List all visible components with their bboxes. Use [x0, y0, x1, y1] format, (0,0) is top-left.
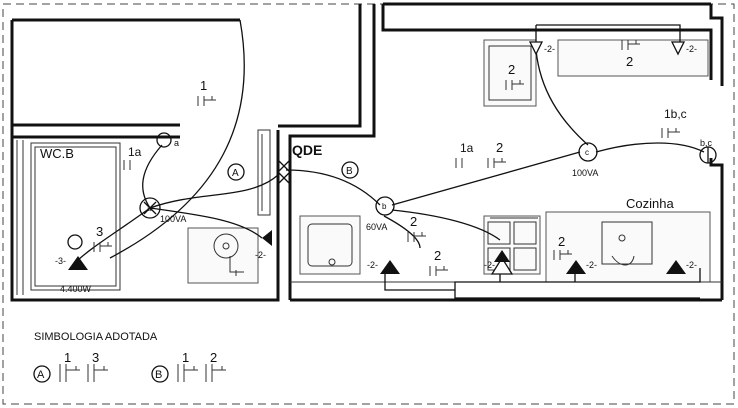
lamp-symbol-wc [139, 197, 161, 219]
tag-outlet-kitchen-1: -2- [367, 260, 378, 270]
outlet-symbol-wc-sink [262, 230, 272, 246]
tag-outlet-counter: -2- [586, 260, 597, 270]
circuit-tag-b: B [346, 166, 353, 177]
legend-b-num-2: 2 [210, 350, 217, 365]
outlet-symbol-right [666, 260, 686, 274]
switch-symbol-wc [156, 132, 172, 148]
lamp-label-c: c [585, 148, 589, 157]
num-2-counter: 2 [558, 234, 565, 249]
legend-circle-b: B [155, 369, 162, 381]
tag-outlet-stove: -2- [484, 260, 495, 270]
tag-outlet-top-2: -2- [686, 44, 697, 54]
outer-dashed-border [2, 3, 735, 405]
tag-outlet-top-1: -2- [544, 44, 555, 54]
load-label-lamp-c: 100VA [572, 168, 598, 178]
walls [10, 2, 724, 302]
circuit-circle-a [227, 163, 245, 181]
tag-outlet-right: -2- [686, 260, 697, 270]
legend-circle-a: A [37, 369, 45, 381]
outlet-symbol-top-2 [670, 41, 686, 56]
electrical-symbols [67, 41, 717, 275]
legend: SIMBOLOGIA ADOTADA A 1 3 B 1 2 [33, 331, 226, 383]
load-label-lamp-b: 60VA [366, 222, 387, 232]
num-2-counter-top: 2 [626, 54, 633, 69]
outlet-symbol-top-1 [528, 41, 544, 56]
num-1a-kitchen: 1a [460, 141, 474, 155]
num-2-lower: 2 [434, 248, 441, 263]
switch-label-wc: a [174, 138, 179, 148]
fixtures [187, 39, 722, 284]
circuit-tag-a: A [232, 168, 239, 179]
legend-a-num-1: 1 [64, 350, 71, 365]
outlet-symbol-stove [490, 256, 514, 275]
shower-outlet-symbol [68, 256, 88, 270]
legend-a-num-2: 3 [92, 350, 99, 365]
legend-title: SIMBOLOGIA ADOTADA [34, 331, 158, 343]
conductor-marks [93, 40, 680, 276]
num-1a-wc: 1a [128, 145, 142, 159]
load-label-wc-lamp: 100VA [160, 214, 186, 224]
switch-label-bc: b,c [700, 138, 713, 148]
wiring [75, 24, 705, 299]
lamp-label-wc: a [147, 204, 152, 213]
lamp-symbol-kitchen-b [375, 196, 395, 216]
outlet-symbol-counter [566, 260, 586, 274]
num-3-wc: 3 [96, 224, 103, 239]
room-label-wc: WC.B [40, 146, 74, 161]
num-2-sink: 2 [410, 214, 417, 229]
outlet-symbol-kitchen-1 [380, 260, 400, 274]
panel-symbol [277, 158, 291, 186]
num-1-wc-top: 1 [200, 78, 207, 93]
tag-outlet-wc: -2- [255, 250, 266, 260]
load-label-shower: 4.400W [60, 284, 92, 294]
legend-b-num-1: 1 [182, 350, 189, 365]
num-2-kitchen-top: 2 [496, 140, 503, 155]
panel-label: QDE [292, 142, 322, 158]
room-label-kitchen: Cozinha [626, 196, 674, 211]
lamp-symbol-kitchen-c [578, 142, 598, 162]
tag-shower: -3- [55, 256, 66, 266]
door-swing-arc [109, 19, 245, 259]
circuit-circle-b [341, 161, 359, 179]
num-2-fridge: 2 [508, 62, 515, 77]
num-1bc: 1b,c [664, 107, 687, 121]
lamp-label-b: b [382, 202, 387, 211]
